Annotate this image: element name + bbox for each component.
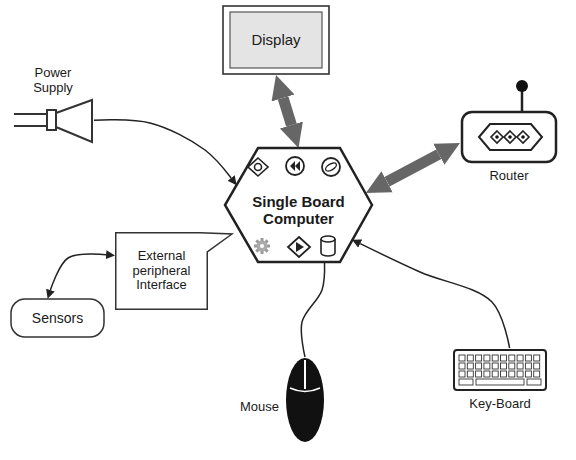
node-label: Sensors <box>32 310 83 326</box>
node-label: Display <box>251 31 300 48</box>
connection-line <box>301 262 324 357</box>
computer-hexagon: Single Board Computer <box>222 145 375 265</box>
data-arrow <box>283 98 291 125</box>
mouse: Mouse <box>285 357 325 443</box>
node-label: Router <box>489 169 528 184</box>
display-box: Display <box>222 5 330 75</box>
node-label: Single Board Computer <box>243 193 355 228</box>
mouse-icon <box>286 358 324 442</box>
router-icon <box>462 80 556 162</box>
connection-line <box>360 244 509 348</box>
node-label: External peripheral Interface <box>125 249 199 294</box>
power-supply: Power Supply <box>12 100 94 142</box>
router: Router <box>460 80 558 164</box>
connection-line <box>94 120 231 178</box>
keyboard-icon <box>454 350 546 390</box>
sensors-box: Sensors <box>10 298 105 338</box>
data-arrow <box>387 154 439 181</box>
keyboard: Key-Board <box>452 348 548 392</box>
connection-line <box>50 254 106 290</box>
power-plug <box>14 100 92 142</box>
node-label: Key-Board <box>469 397 530 412</box>
node-label: Mouse <box>240 399 279 414</box>
node-label: Power Supply <box>22 66 84 96</box>
interface-box: External peripheral Interface <box>115 232 208 310</box>
